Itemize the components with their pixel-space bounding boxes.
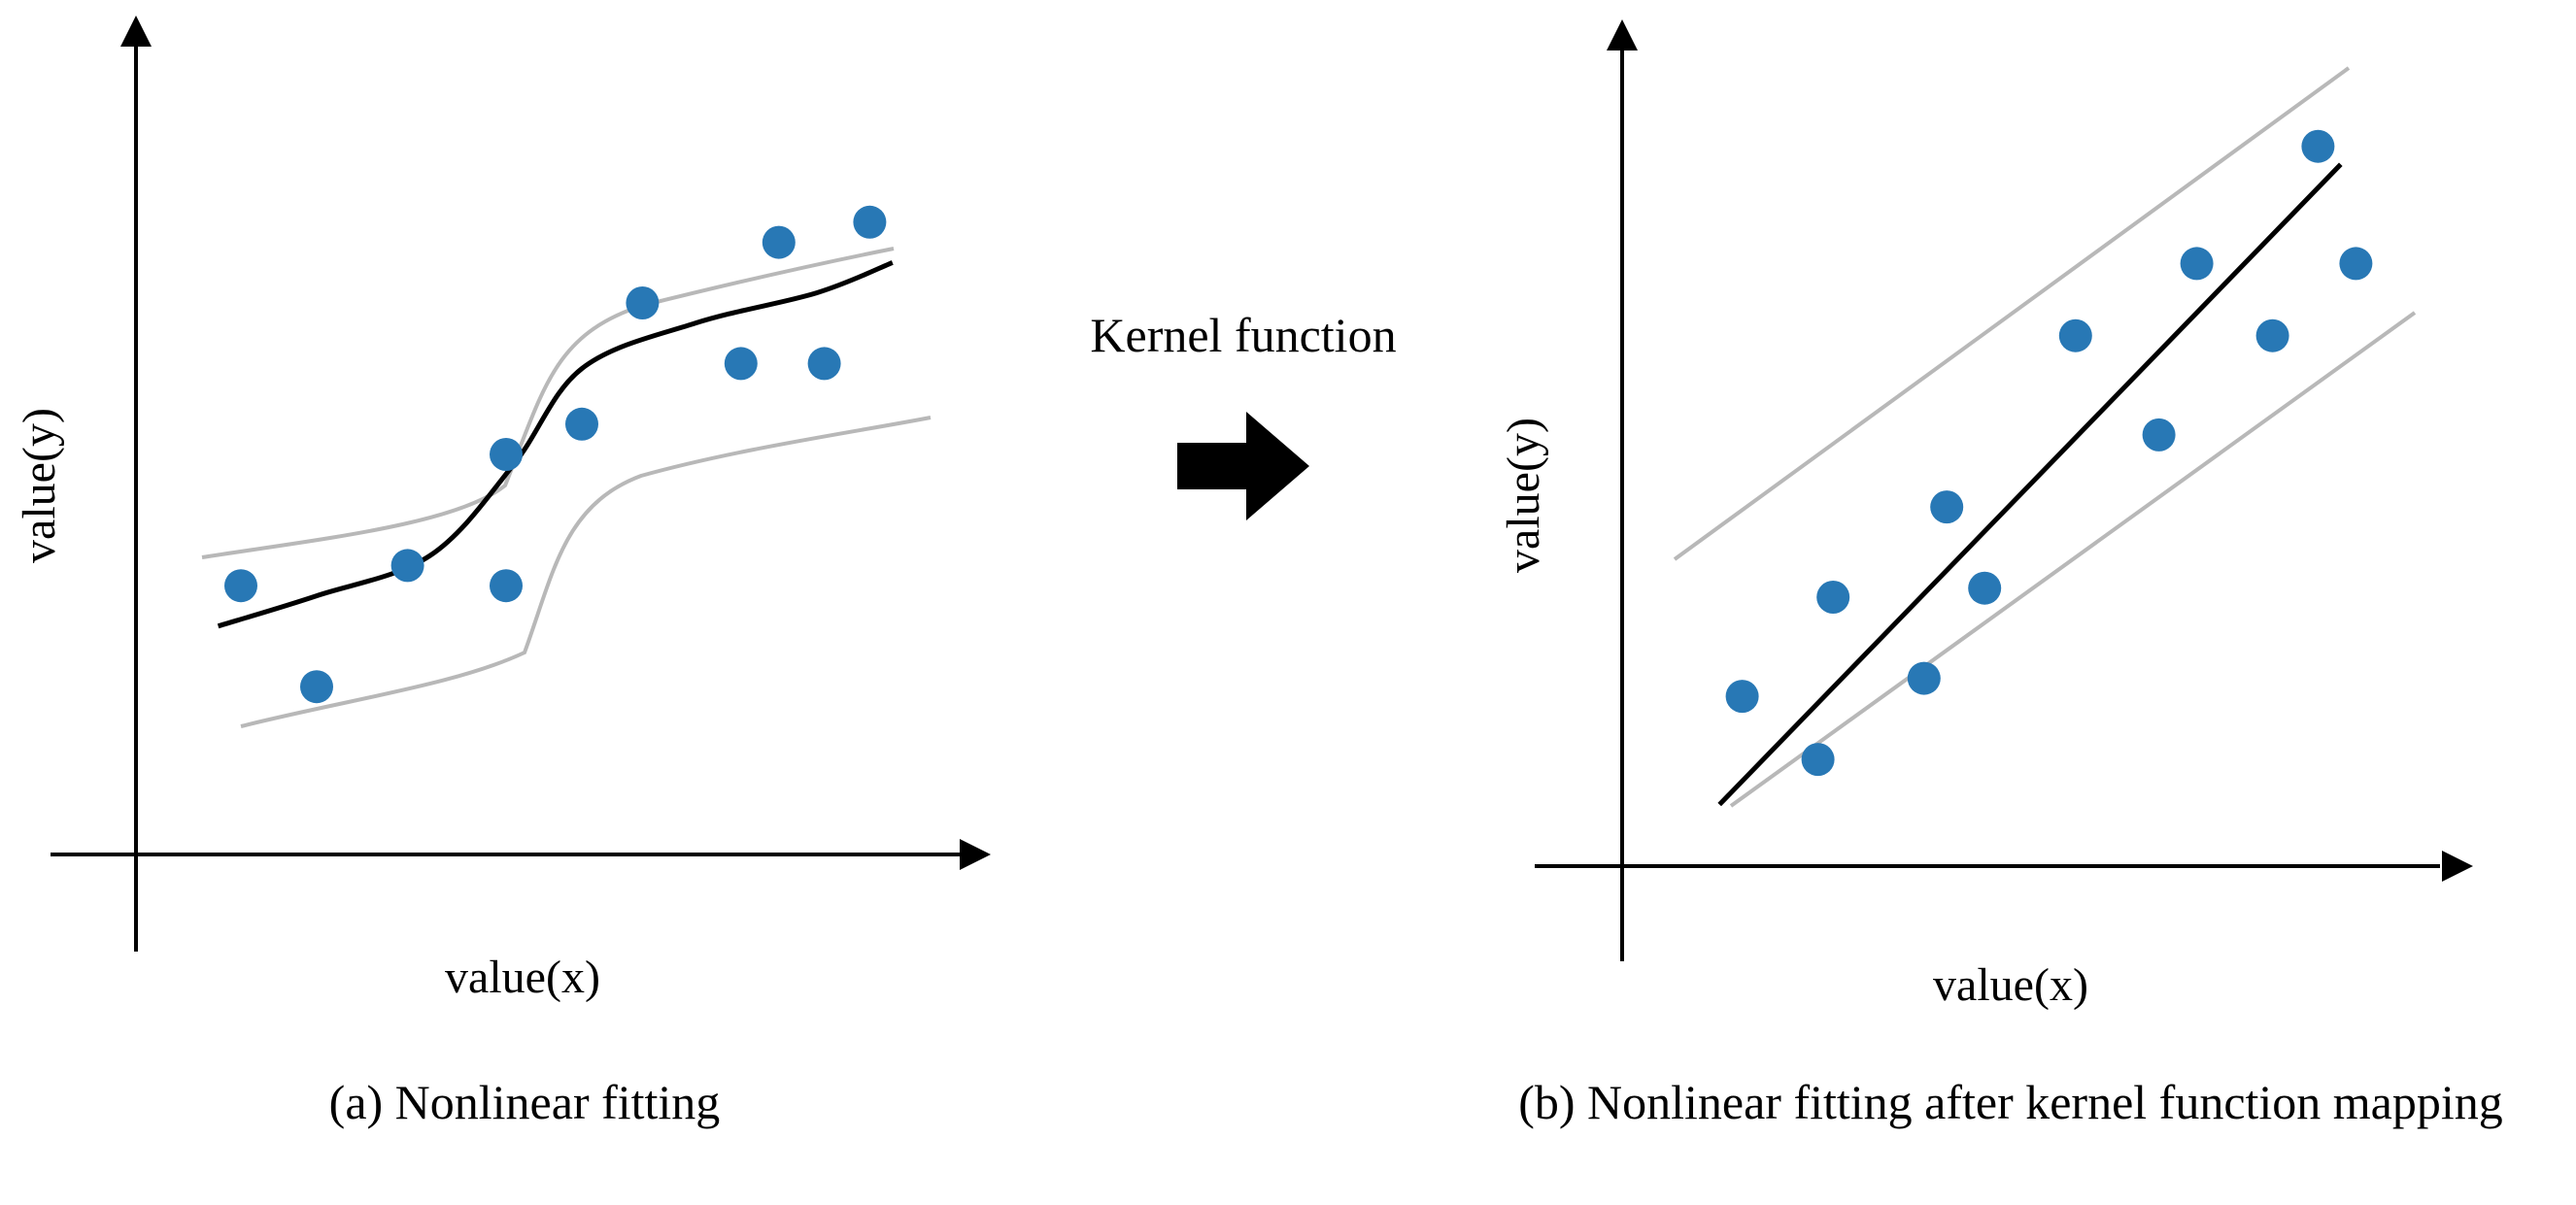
panel-b-y-axis-label: value(y) bbox=[1498, 418, 1549, 573]
panel-b-fit-curve bbox=[1717, 162, 2343, 807]
data-point bbox=[2058, 318, 2092, 352]
panel-a-y-axis-label: value(y) bbox=[14, 408, 65, 563]
panel-a: value(x) value(y) (a) Nonlinear fitting bbox=[14, 16, 991, 1129]
data-point bbox=[490, 569, 523, 603]
data-point bbox=[762, 225, 796, 259]
data-point bbox=[1816, 581, 1850, 614]
data-point bbox=[1907, 661, 1941, 695]
panel-b-lower-band bbox=[1729, 311, 2417, 808]
data-point bbox=[224, 569, 257, 603]
data-point bbox=[724, 347, 758, 381]
panel-a-caption: (a) Nonlinear fitting bbox=[329, 1075, 721, 1129]
panel-b-upper-band bbox=[1673, 66, 2351, 561]
data-point bbox=[2301, 129, 2335, 163]
panel-b-fit-layer bbox=[1717, 162, 2343, 807]
data-point bbox=[390, 549, 424, 583]
kernel-function-label: Kernel function bbox=[1090, 308, 1396, 362]
panel-b-caption: (b) Nonlinear fitting after kernel funct… bbox=[1518, 1075, 2503, 1129]
panel-a-upper-band bbox=[201, 247, 895, 559]
panel-a-fit-curve bbox=[217, 260, 894, 629]
data-point bbox=[807, 347, 841, 381]
data-point bbox=[2142, 418, 2176, 452]
data-point bbox=[490, 438, 523, 471]
kernel-mapping: Kernel function bbox=[1090, 308, 1397, 520]
data-point bbox=[2180, 247, 2214, 281]
data-point bbox=[2339, 247, 2373, 281]
panel-b-y-axis-arrowhead bbox=[1607, 19, 1638, 50]
panel-a-fit-layer bbox=[217, 260, 894, 629]
data-point bbox=[1930, 490, 1964, 524]
panel-a-lower-band bbox=[240, 416, 932, 728]
panel-b-points-layer bbox=[1725, 129, 2373, 777]
data-point bbox=[1725, 680, 1759, 714]
data-point bbox=[1968, 571, 2002, 605]
panel-b: value(x) value(y) (b) Nonlinear fitting … bbox=[1498, 19, 2503, 1129]
panel-b-x-axis-arrowhead bbox=[2442, 851, 2473, 882]
data-point bbox=[626, 286, 660, 319]
panel-a-y-axis-arrowhead bbox=[120, 16, 152, 47]
right-arrow-icon bbox=[1177, 412, 1309, 520]
data-point bbox=[565, 407, 598, 441]
data-point bbox=[853, 205, 887, 239]
data-point bbox=[300, 670, 333, 704]
data-point bbox=[2255, 318, 2289, 352]
panel-a-x-axis-arrowhead bbox=[960, 839, 991, 870]
panel-a-points-layer bbox=[224, 205, 887, 704]
panel-a-x-axis-label: value(x) bbox=[445, 952, 600, 1003]
panel-b-x-axis-label: value(x) bbox=[1933, 959, 2088, 1011]
data-point bbox=[1801, 743, 1835, 777]
